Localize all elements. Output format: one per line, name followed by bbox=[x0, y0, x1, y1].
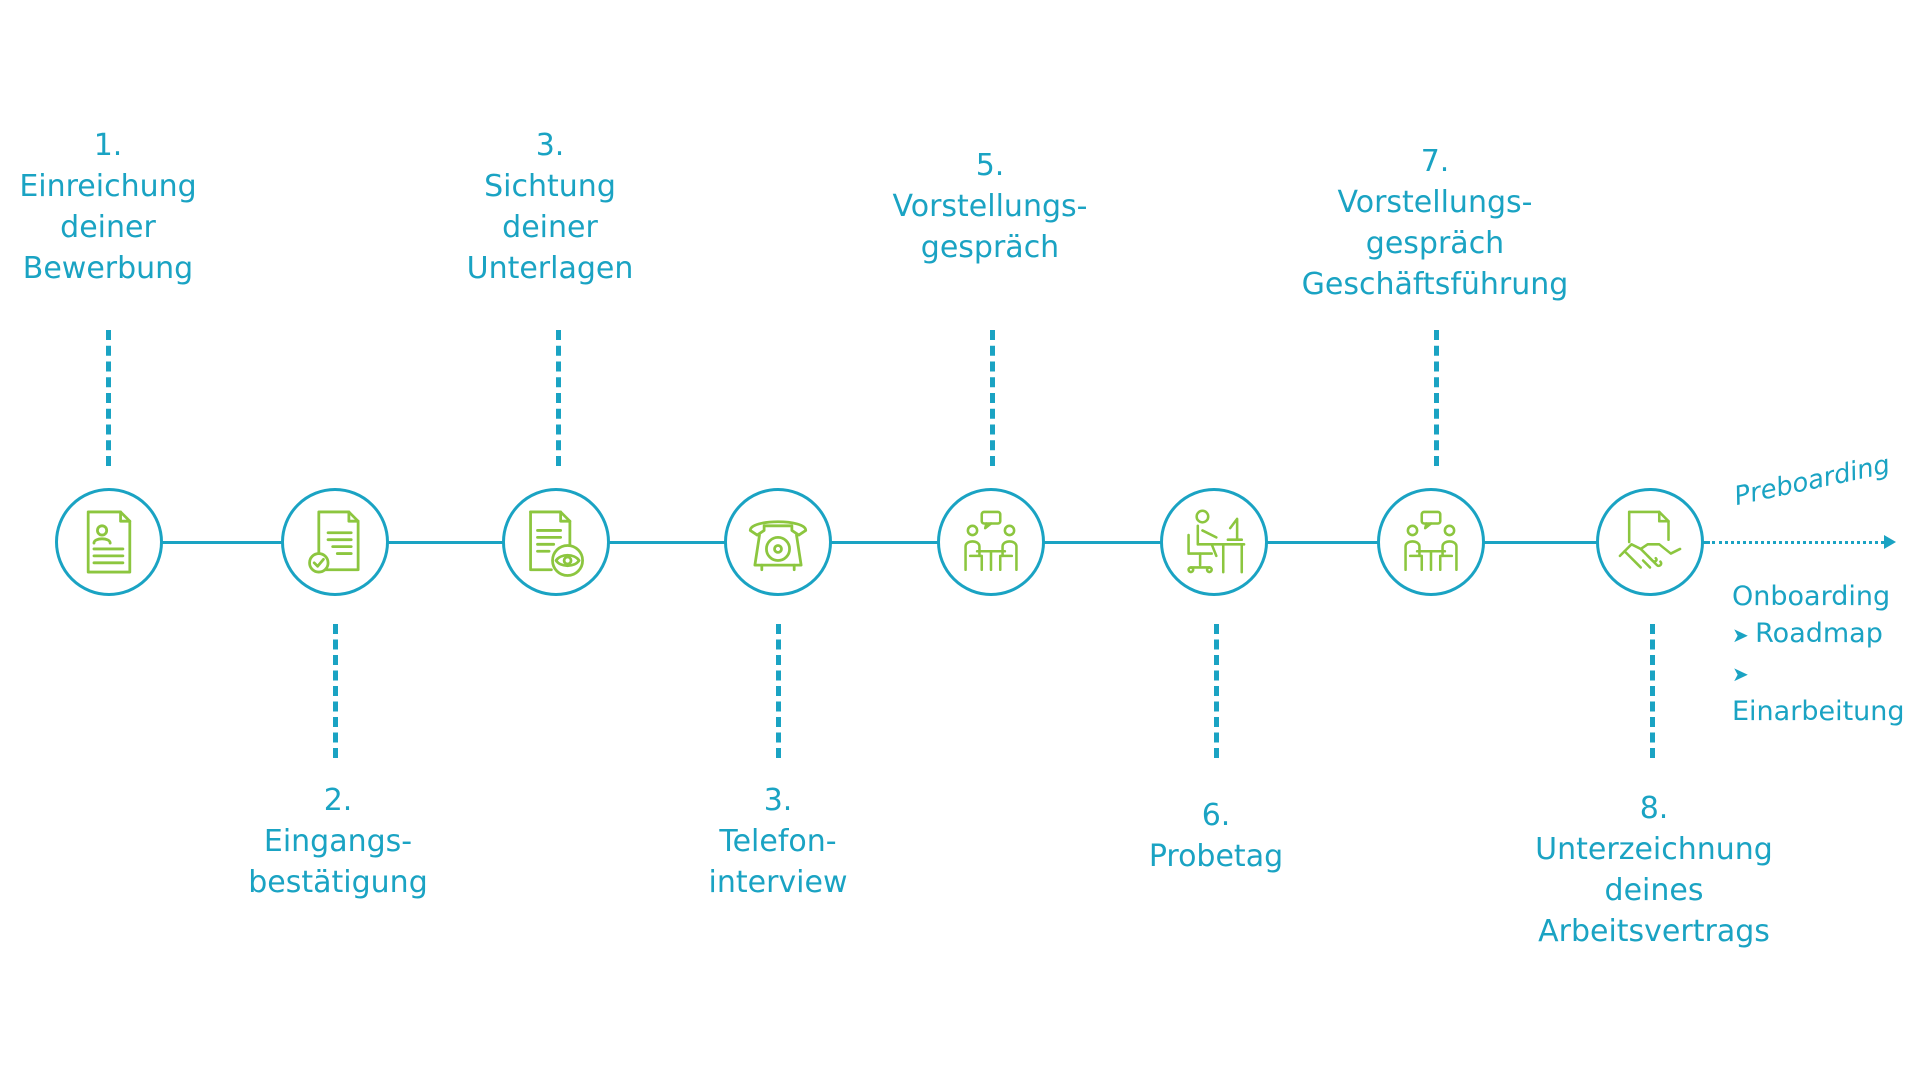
step-5-node bbox=[937, 488, 1045, 596]
step-2-node bbox=[281, 488, 389, 596]
preboarding-arrow-icon bbox=[1884, 535, 1896, 549]
step-5-stem bbox=[990, 330, 995, 466]
step-1-stem bbox=[106, 330, 111, 466]
step-3-top-label: 3. Sichtung deiner Unterlagen bbox=[466, 128, 634, 286]
document-check-icon bbox=[308, 510, 360, 574]
step-6-stem bbox=[1214, 624, 1219, 758]
onboarding-block: Onboarding Roadmap Einarbeitung bbox=[1732, 578, 1920, 730]
step-1-label: 1. Einreichung deiner Bewerbung bbox=[19, 128, 197, 286]
step-3-top-stem bbox=[556, 330, 561, 466]
step-6-node bbox=[1160, 488, 1268, 596]
onboarding-item-roadmap: Roadmap bbox=[1732, 615, 1920, 654]
step-8-node bbox=[1596, 488, 1704, 596]
telephone-icon bbox=[748, 520, 808, 572]
step-3-top-node bbox=[502, 488, 610, 596]
step-2-label: 2. Eingangs- bestätigung bbox=[248, 783, 428, 900]
step-6-label: 6. Probetag bbox=[1148, 798, 1284, 874]
preboarding-dotted-line bbox=[1712, 541, 1890, 544]
cv-document-icon bbox=[86, 510, 132, 574]
meeting-icon bbox=[964, 510, 1018, 572]
onboarding-item-einarbeitung: Einarbeitung bbox=[1732, 654, 1920, 730]
preboarding-label: Preboarding bbox=[1731, 449, 1893, 512]
step-1-node bbox=[55, 488, 163, 596]
step-2-stem bbox=[333, 624, 338, 758]
step-7-node bbox=[1377, 488, 1485, 596]
step-7-label: 7. Vorstellungs- gespräch Geschäftsführu… bbox=[1301, 144, 1569, 302]
step-7-stem bbox=[1434, 330, 1439, 466]
step-3-bottom-node bbox=[724, 488, 832, 596]
step-8-label: 8. Unterzeichnung deines Arbeitsvertrags bbox=[1535, 791, 1773, 949]
timeline-line bbox=[110, 541, 1710, 544]
step-8-stem bbox=[1650, 624, 1655, 758]
document-eye-icon bbox=[529, 510, 584, 577]
step-3-bottom-stem bbox=[776, 624, 781, 758]
onboarding-title: Onboarding bbox=[1732, 581, 1891, 612]
contract-handshake-icon bbox=[1618, 510, 1682, 569]
desk-worker-icon bbox=[1187, 509, 1246, 574]
step-5-label: 5. Vorstellungs- gespräch bbox=[892, 148, 1088, 265]
step-3-bottom-label: 3. Telefon- interview bbox=[708, 783, 848, 900]
meeting-icon bbox=[1404, 510, 1458, 572]
